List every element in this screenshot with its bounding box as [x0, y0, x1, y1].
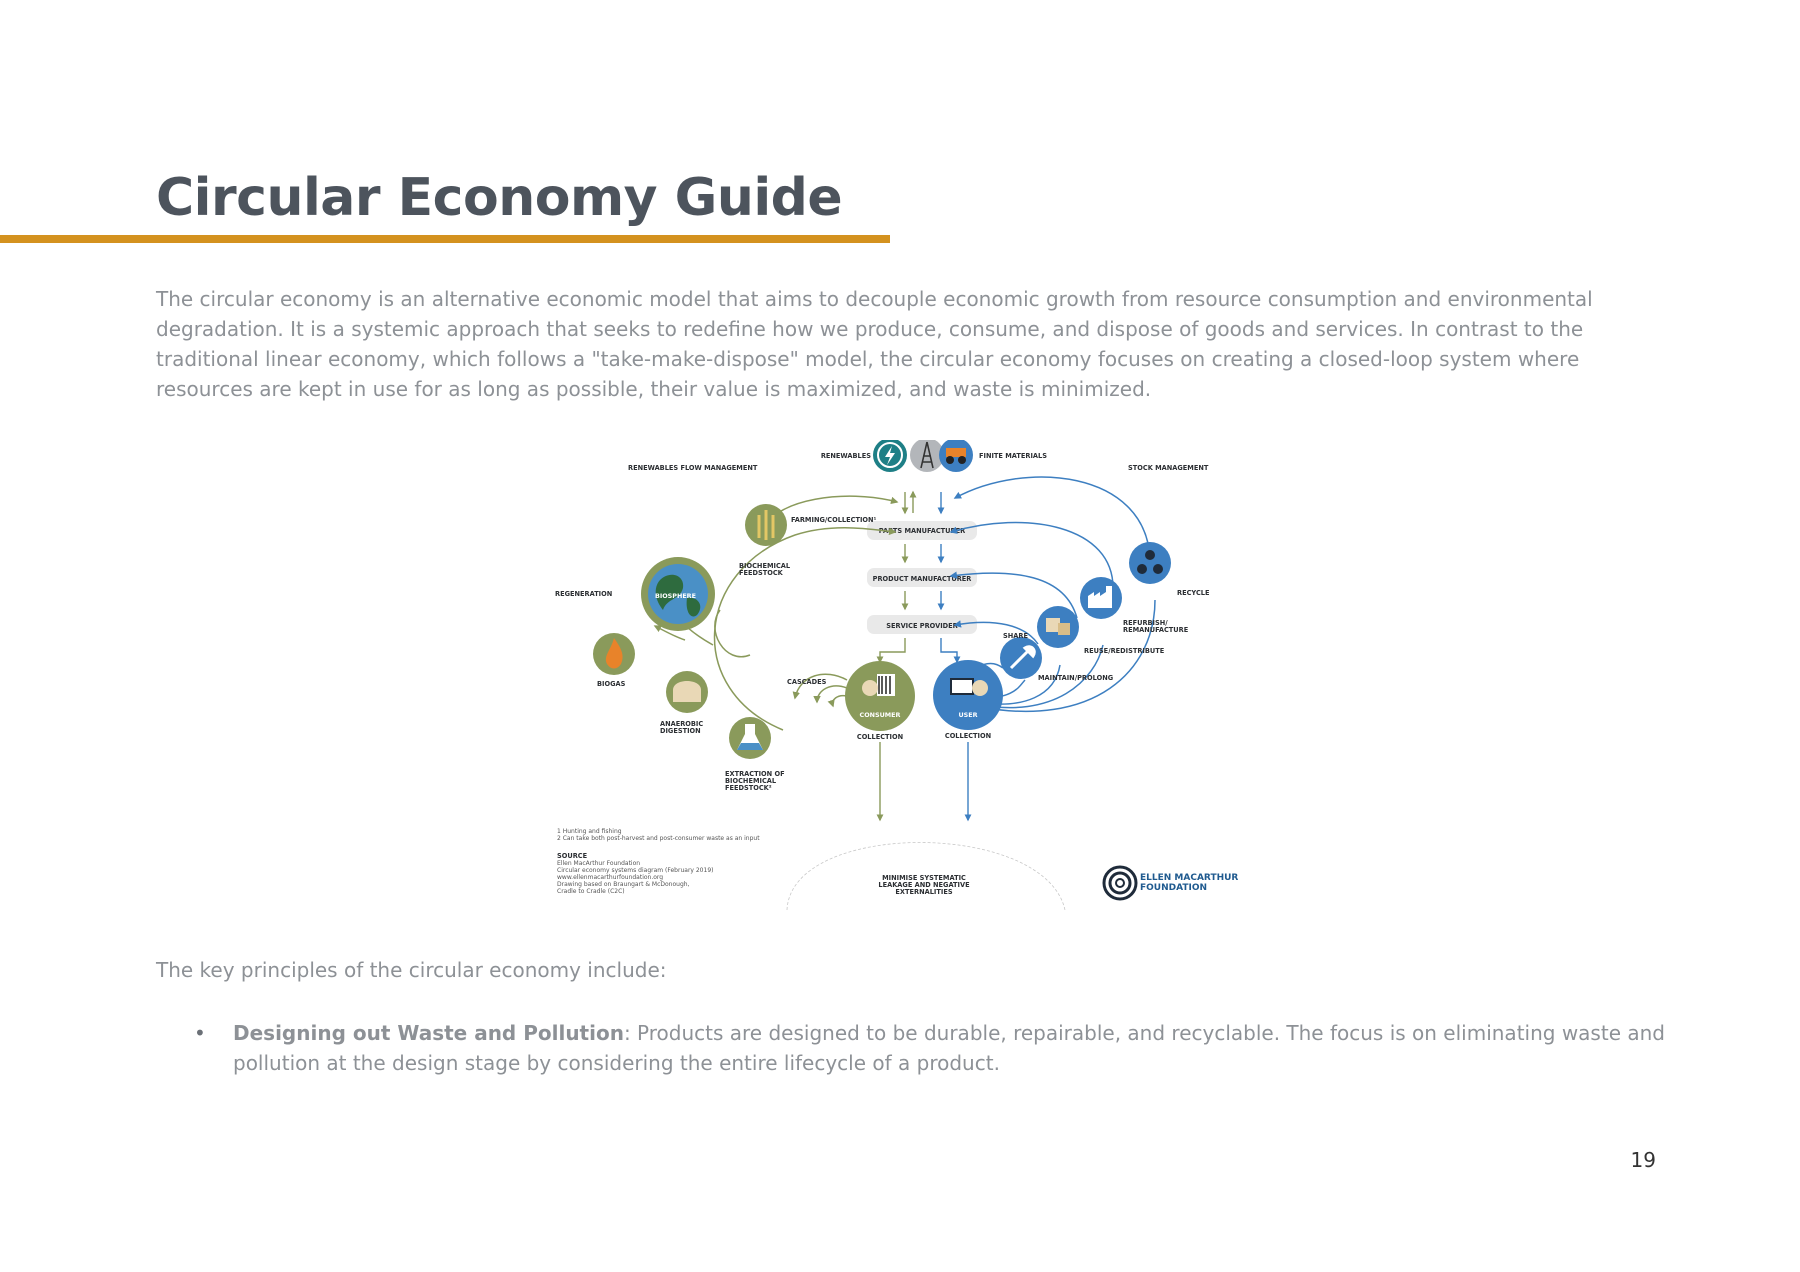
leakage-arc — [786, 842, 1066, 910]
cascades-label: CASCADES — [787, 678, 827, 686]
share-label: SHARE — [1003, 632, 1028, 640]
anaerobic-label: ANAEROBIC — [660, 720, 703, 728]
stock-management-label: STOCK MANAGEMENT — [1128, 464, 1209, 472]
principles-list: • Designing out Waste and Pollution: Pro… — [156, 1018, 1676, 1078]
product-manufacturer-box — [867, 568, 977, 587]
user-label: USER — [958, 711, 977, 719]
intro-paragraph: The circular economy is an alternative e… — [156, 287, 1593, 401]
refurbish-label-2: REMANUFACTURE — [1123, 626, 1189, 634]
reuse-boxes-icon — [1037, 606, 1079, 648]
renewables-icon — [873, 440, 907, 472]
bullet-icon: • — [194, 1021, 206, 1045]
ellen-macarthur-logo — [1102, 865, 1138, 901]
biogas-flame-icon — [593, 633, 635, 675]
leakage-label-2: LEAKAGE AND NEGATIVE — [878, 881, 970, 889]
anaerobic-label-2: DIGESTION — [660, 727, 701, 735]
parts-manufacturer-box — [867, 521, 977, 540]
biogas-label: BIOGAS — [597, 680, 626, 688]
technical-loops — [949, 476, 1156, 713]
maintain-label: MAINTAIN/PROLONG — [1038, 674, 1113, 682]
biosphere-label: BIOSPHERE — [655, 592, 696, 600]
source-line-2: Circular economy systems diagram (Februa… — [557, 867, 713, 874]
refurbish-factory-icon — [1080, 577, 1122, 619]
refurbish-label: REFURBISH/ — [1123, 619, 1168, 627]
page-title: Circular Economy Guide — [156, 168, 843, 228]
leakage-label: MINIMISE SYSTEMATIC — [882, 874, 966, 882]
biosphere-globe-icon — [641, 557, 715, 631]
collection-tech-label: COLLECTION — [945, 732, 991, 740]
service-provider-box — [867, 615, 977, 634]
mining-truck-icon — [939, 440, 973, 472]
oil-rig-icon — [910, 440, 944, 472]
source-line-1: Ellen MacArthur Foundation — [557, 860, 640, 867]
farming-wheat-icon — [745, 504, 787, 546]
title-underline — [0, 235, 890, 243]
biochemical-feedstock-label-2: FEEDSTOCK — [739, 569, 784, 577]
renewables-flow-label: RENEWABLES FLOW MANAGEMENT — [628, 464, 758, 472]
regeneration-label: REGENERATION — [555, 590, 612, 598]
consumer-icon — [845, 661, 915, 731]
leakage-arrows — [876, 742, 972, 822]
extraction-flask-icon — [729, 717, 771, 759]
product-manufacturer-label: PRODUCT MANUFACTURER — [873, 575, 972, 583]
footnote-1: 1 Hunting and fishing — [557, 828, 622, 835]
maintain-wrench-icon — [1000, 637, 1042, 679]
renewables-label: RENEWABLES — [821, 452, 871, 460]
recycle-label: RECYCLE — [1177, 589, 1210, 597]
page-number: 19 — [1630, 1148, 1656, 1172]
source-line-5: Cradle to Cradle (C2C) — [557, 888, 625, 895]
footnote-2: 2 Can take both post-harvest and post-co… — [557, 835, 760, 842]
source-line-4: Drawing based on Braungart & McDonough, — [557, 881, 690, 888]
chain-arrows — [876, 490, 961, 664]
extraction-label: EXTRACTION OF — [725, 770, 785, 778]
list-item: • Designing out Waste and Pollution: Pro… — [156, 1018, 1676, 1078]
reuse-label: REUSE/REDISTRIBUTE — [1084, 647, 1165, 655]
anaerobic-digestion-icon — [666, 671, 708, 713]
user-icon — [933, 660, 1003, 730]
source-line-3: www.ellenmacarthurfoundation.org — [557, 874, 663, 881]
logo-line-1: ELLEN MACARTHUR — [1140, 873, 1238, 883]
leakage-label-3: EXTERNALITIES — [895, 888, 952, 896]
circular-economy-diagram: RENEWABLES FINITE MATERIALS RENEWABLES F… — [555, 440, 1238, 910]
source-label: SOURCE — [557, 852, 588, 860]
farming-label: FARMING/COLLECTION¹ — [791, 516, 877, 524]
extraction-label-2: BIOCHEMICAL — [725, 777, 777, 785]
biochemical-feedstock-label: BIOCHEMICAL — [739, 562, 791, 570]
principle-text: : Products are designed to be durable, r… — [233, 1021, 1665, 1075]
principle-term: Designing out Waste and Pollution — [233, 1021, 624, 1045]
parts-manufacturer-label: PARTS MANUFACTURER — [879, 527, 965, 535]
collection-bio-label: COLLECTION — [857, 733, 903, 741]
extraction-label-3: FEEDSTOCK² — [725, 784, 772, 792]
consumer-label: CONSUMER — [860, 711, 901, 719]
service-provider-label: SERVICE PROVIDER — [886, 622, 957, 630]
recycle-icon — [1129, 542, 1171, 584]
logo-line-2: FOUNDATION — [1140, 883, 1207, 893]
finite-materials-label: FINITE MATERIALS — [979, 452, 1047, 460]
principles-intro: The key principles of the circular econo… — [156, 958, 667, 982]
